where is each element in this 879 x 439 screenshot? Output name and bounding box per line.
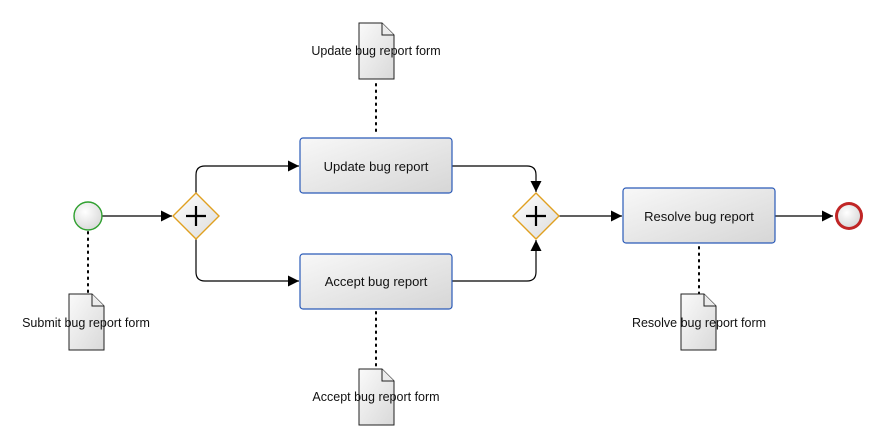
data-object-label: Update bug report form [311,44,440,58]
flow-update-to-join [452,165,542,192]
task-resolve-bug-report[interactable]: Resolve bug report [622,187,776,244]
data-object-submit-form[interactable]: Submit bug report form [22,293,150,351]
document-icon [680,293,717,351]
document-icon [68,293,105,351]
task-label: Update bug report [324,159,429,174]
data-associations [87,83,700,369]
end-event[interactable] [835,202,863,230]
flow-accept-to-join [452,240,542,282]
data-object-label: Resolve bug report form [632,316,766,330]
task-label: Resolve bug report [644,209,754,224]
data-object-label: Submit bug report form [22,316,150,330]
plus-icon [186,206,206,226]
flow-split-to-update [195,160,299,193]
data-object-accept-form[interactable]: Accept bug report form [312,368,440,426]
start-event[interactable] [73,201,103,231]
task-label: Accept bug report [325,274,428,289]
flow-split-to-accept [195,239,299,287]
task-accept-bug-report[interactable]: Accept bug report [299,253,453,310]
document-icon [358,368,395,426]
data-object-resolve-form[interactable]: Resolve bug report form [632,293,766,351]
parallel-gateway-split[interactable] [172,192,220,240]
sequence-flows [102,160,833,287]
parallel-gateway-join[interactable] [512,192,560,240]
data-object-label: Accept bug report form [312,390,439,404]
plus-icon [526,206,546,226]
task-update-bug-report[interactable]: Update bug report [299,137,453,194]
document-icon [358,22,395,80]
data-object-update-form[interactable]: Update bug report form [311,22,441,80]
